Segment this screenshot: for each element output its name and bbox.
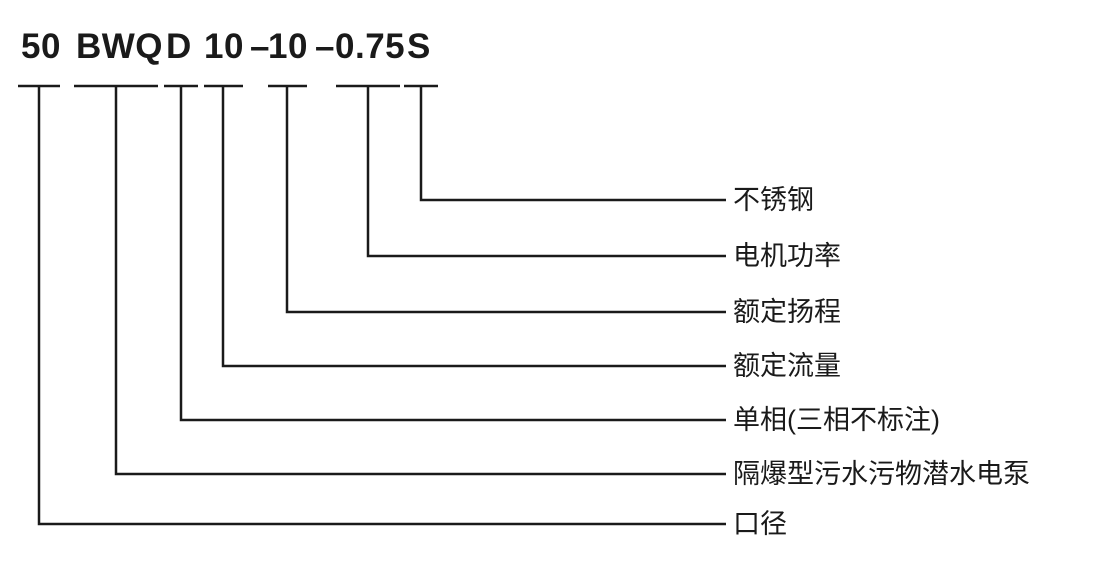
label-pump-type: 隔爆型污水污物潜水电泵 [733, 459, 1030, 489]
label-rated-flow: 额定流量 [733, 351, 841, 381]
connector-rated-head [268, 84, 726, 314]
label-diameter: 口径 [733, 509, 787, 539]
model-segment-pump-type: BWQ [76, 27, 164, 66]
connector-diameter [18, 84, 726, 526]
label-phase: 单相(三相不标注) [733, 405, 940, 435]
model-segment-rated-flow: 10 [204, 27, 244, 66]
label-rated-head: 额定扬程 [733, 297, 841, 327]
model-segment-phase: D [166, 27, 192, 66]
connector-pump-type [74, 84, 726, 476]
label-motor-power: 电机功率 [733, 241, 841, 271]
model-segment-motor-power: 0.75 [335, 27, 406, 66]
label-stainless-steel: 不锈钢 [733, 185, 814, 215]
connector-motor-power [336, 84, 726, 258]
connector-material [404, 84, 726, 202]
model-segment-material: S [407, 27, 431, 66]
model-segment-rated-head: 10 [268, 27, 308, 66]
connector-phase [164, 84, 726, 422]
connector-rated-flow [204, 84, 726, 368]
model-separator-dash-2: – [315, 27, 335, 66]
model-segment-diameter: 50 [21, 27, 61, 66]
model-separator-dash-1: – [250, 27, 270, 66]
